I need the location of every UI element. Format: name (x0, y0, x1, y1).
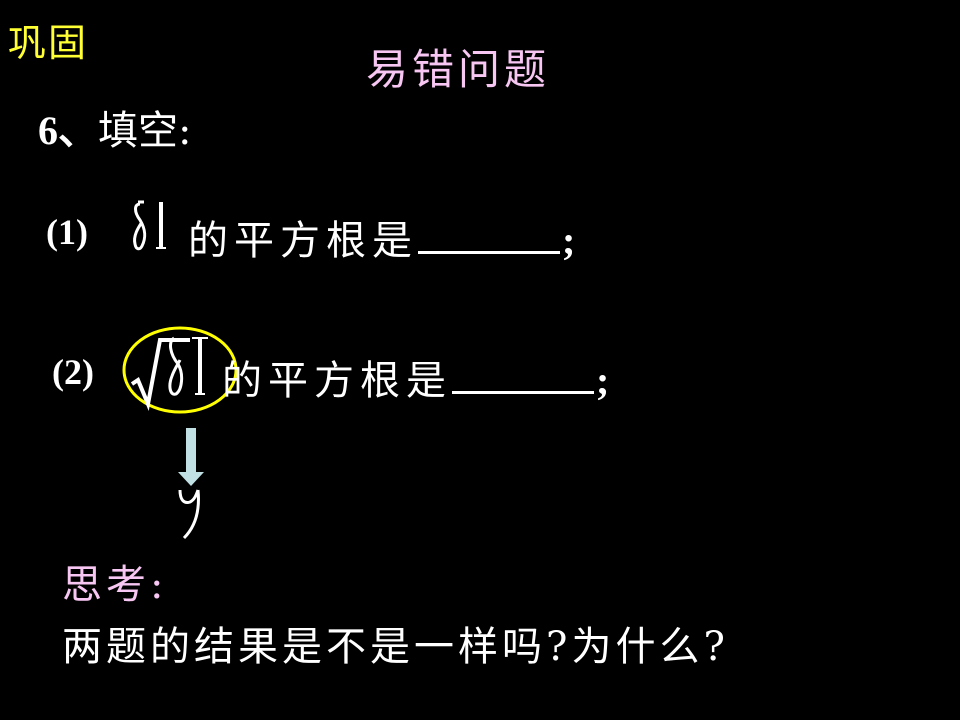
question-item-1-text: 的平方根是; (188, 208, 575, 266)
answer-blank-2[interactable] (452, 355, 594, 394)
question-item-1: (1) (46, 208, 129, 254)
item-index: (2) (52, 352, 94, 392)
down-arrow-icon (178, 428, 204, 486)
item-end: ; (596, 358, 610, 403)
item-index: (1) (46, 212, 88, 252)
question-item-2-text: 的平方根是; (222, 348, 609, 406)
item-text: 的平方根是 (222, 358, 452, 404)
question-label: 填空: (98, 108, 192, 154)
think-question: 两题的结果是不是一样吗?为什么? (62, 624, 729, 670)
answer-blank-1[interactable] (418, 215, 560, 254)
question-item-2: (2) (52, 348, 94, 394)
expression-sqrt81-glyph (122, 326, 238, 414)
question-number: 6、 (38, 108, 98, 153)
result-9-glyph (178, 489, 200, 540)
slide-title: 易错问题 (366, 45, 551, 94)
think-label: 思考: (62, 562, 168, 608)
item-end: ; (562, 218, 576, 263)
expression-81-glyph (133, 200, 166, 251)
item-text: 的平方根是 (188, 218, 418, 264)
question-heading: 6、填空: (38, 98, 191, 156)
section-label: 巩固 (8, 21, 89, 65)
